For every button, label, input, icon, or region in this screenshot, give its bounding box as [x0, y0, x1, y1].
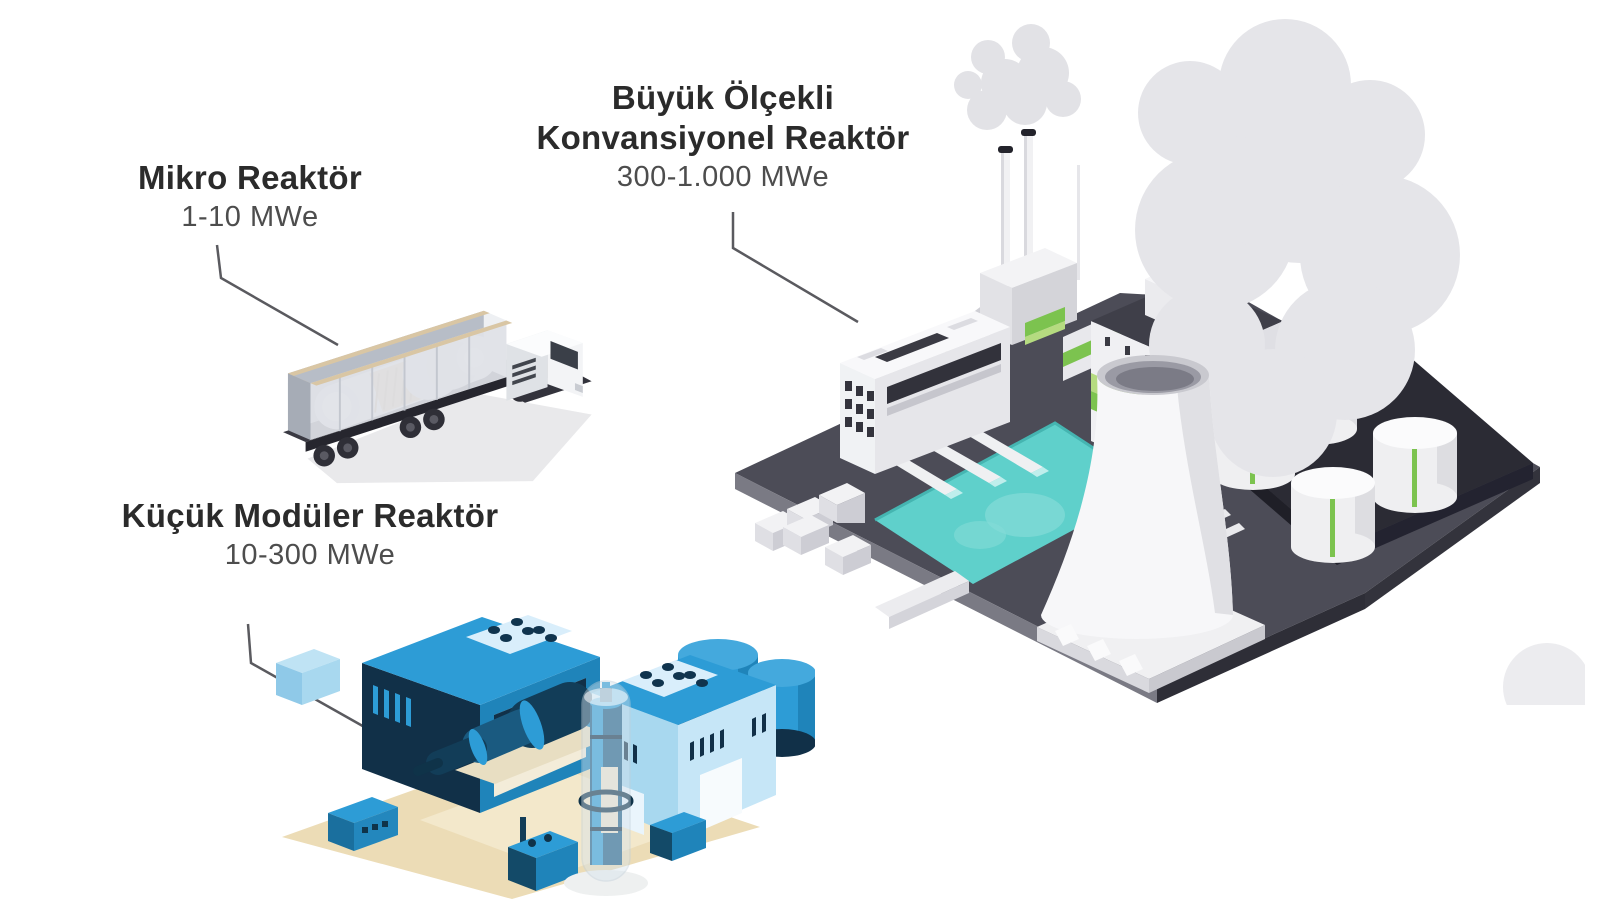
micro-reactor-capacity: 1-10 MWe: [181, 201, 319, 233]
smr-capacity: 10-300 MWe: [224, 539, 396, 571]
smr-module-2: [508, 817, 578, 891]
glass-tube: [581, 680, 631, 882]
tower-buttresses: [1055, 624, 1143, 676]
smr-title: Küçük Modüler Reaktör: [121, 497, 499, 534]
mast: [1077, 165, 1080, 280]
smr-turbine-generator: [413, 682, 615, 784]
container-near-wall: [287, 310, 513, 440]
smr-roof-vent-2: [622, 660, 718, 697]
window-band: [887, 343, 1001, 404]
smr-roof-vent: [466, 615, 572, 654]
windshield: [550, 341, 578, 370]
chimneys: [998, 129, 1080, 280]
storage-tank: [1291, 467, 1375, 563]
micro-reactor-truck-illustration: [283, 310, 592, 484]
smr-module-1: [328, 797, 398, 851]
cooling-tower: [1037, 355, 1265, 693]
micro-reactor-title: Mikro Reaktör: [138, 159, 362, 196]
cooling-pool: [874, 421, 1154, 584]
vessel-clamp-ring: [578, 789, 634, 813]
headlight: [574, 383, 583, 393]
smr-reactor-vessel-capsule: [564, 680, 648, 896]
smr-facility-illustration: [276, 615, 815, 899]
chimney-smoke: [954, 24, 1081, 130]
cooling-tower-steam: [1135, 19, 1460, 477]
truck-cab: [506, 330, 592, 403]
large-reactor-title-line1: Büyük Ölçekli: [611, 79, 835, 116]
smr-aux-building: [276, 649, 340, 705]
smr-module-3: [650, 812, 706, 861]
storage-tank: [1373, 417, 1457, 513]
steam-puff-far-right: [1503, 643, 1585, 705]
truck-shadow: [307, 392, 592, 484]
pier-blocks: [783, 515, 969, 629]
large-reactor-label: Büyük Ölçekli Konvansiyonel Reaktör 300-…: [503, 78, 943, 196]
large-reactor-capacity: 300-1.000 MWe: [616, 161, 830, 193]
container-tan-rim: [287, 310, 513, 386]
micro-reactor-label: Mikro Reaktör 1-10 MWe: [40, 158, 460, 236]
smr-label: Küçük Modüler Reaktör 10-300 MWe: [60, 496, 560, 574]
turbine-hall: [840, 311, 1010, 474]
conventional-plant-illustration: [735, 19, 1585, 705]
large-reactor-title-line2: Konvansiyonel Reaktör: [536, 119, 910, 156]
